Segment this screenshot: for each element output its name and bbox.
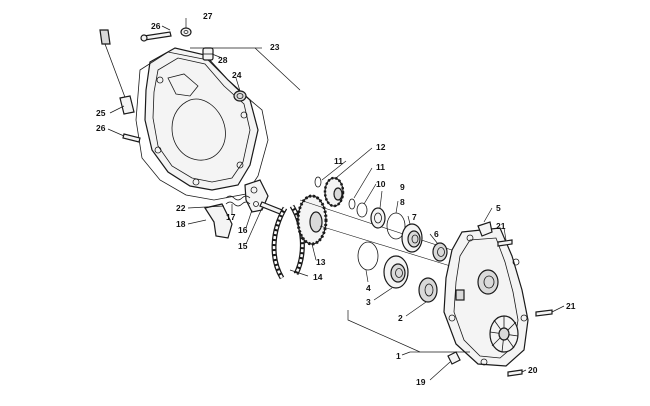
callout-14: 14 <box>313 272 323 282</box>
fitting-5 <box>477 221 493 237</box>
callout-21-right: 21 <box>566 301 576 311</box>
small-gear <box>323 176 345 208</box>
bracket-1 <box>347 310 470 353</box>
washer-10 <box>356 202 368 218</box>
callout-12: 12 <box>376 142 386 152</box>
callout-26-top: 26 <box>151 21 161 31</box>
bolt-21b <box>535 309 553 317</box>
callout-11-upper: 11 <box>334 156 343 166</box>
callout-16: 16 <box>238 225 248 235</box>
callout-23: 23 <box>270 42 280 52</box>
circlip-11b <box>348 198 356 210</box>
callout-11-lower: 11 <box>376 162 385 172</box>
callout-28: 28 <box>218 55 228 65</box>
bearing-3 <box>383 255 409 289</box>
callout-25: 25 <box>96 108 106 118</box>
tensioner-spring <box>225 195 251 207</box>
o-ring-4 <box>357 241 379 271</box>
bolt-top <box>140 31 172 42</box>
callout-7: 7 <box>412 212 417 222</box>
callout-2: 2 <box>398 313 403 323</box>
callout-5: 5 <box>496 203 501 213</box>
callout-10: 10 <box>376 179 386 189</box>
callout-24: 24 <box>232 70 242 80</box>
chaincase-outer-cover <box>144 47 259 191</box>
bearing-7 <box>401 223 423 253</box>
callout-1: 1 <box>396 351 401 361</box>
seal-24 <box>233 90 247 102</box>
fill-plug <box>202 47 214 61</box>
callout-8: 8 <box>400 197 405 207</box>
bolt-21a <box>497 239 513 247</box>
axis-line-lower <box>319 225 471 273</box>
callout-19: 19 <box>416 377 426 387</box>
callout-13: 13 <box>316 257 326 267</box>
callout-3: 3 <box>366 297 371 307</box>
callout-20: 20 <box>528 365 538 375</box>
callout-18: 18 <box>176 219 186 229</box>
washer-27 <box>180 27 192 37</box>
callout-4: 4 <box>366 283 371 293</box>
seal-2 <box>418 277 438 303</box>
drive-chain <box>271 204 305 280</box>
callout-15: 15 <box>238 241 248 251</box>
seal-6 <box>432 242 448 262</box>
leader-lines <box>107 18 565 381</box>
slider-18 <box>204 203 233 239</box>
circlip-11a <box>314 176 322 188</box>
large-sprocket <box>296 194 328 246</box>
callout-21-upper: 21 <box>496 221 506 231</box>
callout-27: 27 <box>203 11 213 21</box>
spacer-9 <box>370 207 386 229</box>
callout-22: 22 <box>176 203 186 213</box>
plug-19 <box>447 351 461 365</box>
dipstick <box>99 29 135 115</box>
bolt-20 <box>507 369 523 377</box>
bolt-left <box>122 133 141 143</box>
chaincase-housing <box>443 227 529 367</box>
callout-9: 9 <box>400 182 405 192</box>
callout-labels: 26 27 23 28 24 25 26 22 18 17 16 15 13 1… <box>96 11 576 387</box>
callout-6: 6 <box>434 229 439 239</box>
callout-26-left: 26 <box>96 123 106 133</box>
callout-17: 17 <box>226 212 236 222</box>
